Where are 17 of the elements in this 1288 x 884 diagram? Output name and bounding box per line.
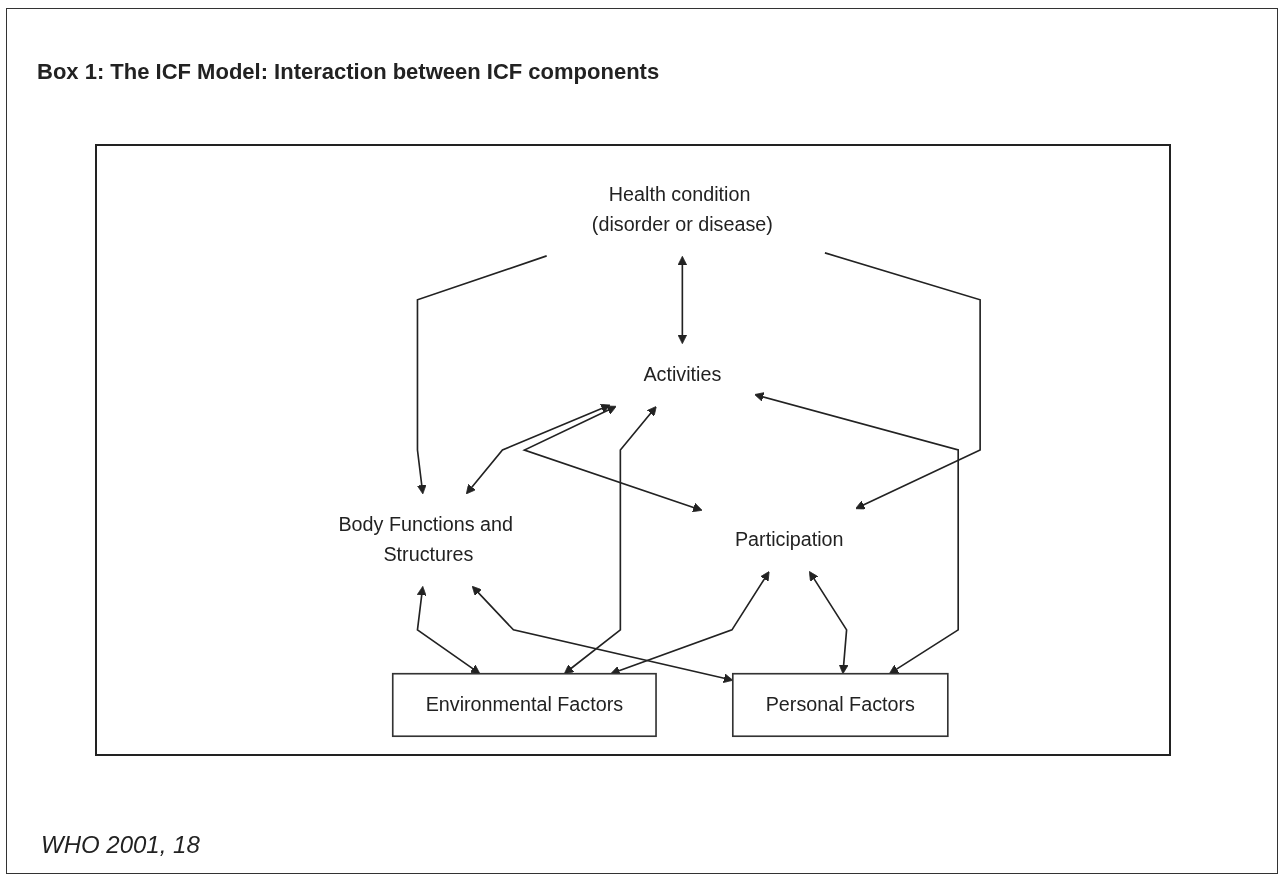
title: Box 1: The ICF Model: Interaction between ICF components [37,59,660,85]
arrow [563,406,657,675]
node-box: Environmental Factors [391,672,657,738]
caption: WHO 2001, 18 [41,831,200,859]
node-box: Personal Factors [731,672,949,738]
arrow [416,586,481,675]
node-text: Body Functions and Structures [338,513,513,566]
node-text: Health condition (disorder or disease) [591,183,773,236]
arrow [465,403,611,495]
arrow [824,252,981,510]
arrow [754,392,960,675]
arrow [522,405,703,513]
arrow [677,255,688,345]
node-text: Participation [734,528,844,551]
node-text: Activities [643,363,722,386]
arrow [416,255,548,495]
arrow [809,571,849,675]
